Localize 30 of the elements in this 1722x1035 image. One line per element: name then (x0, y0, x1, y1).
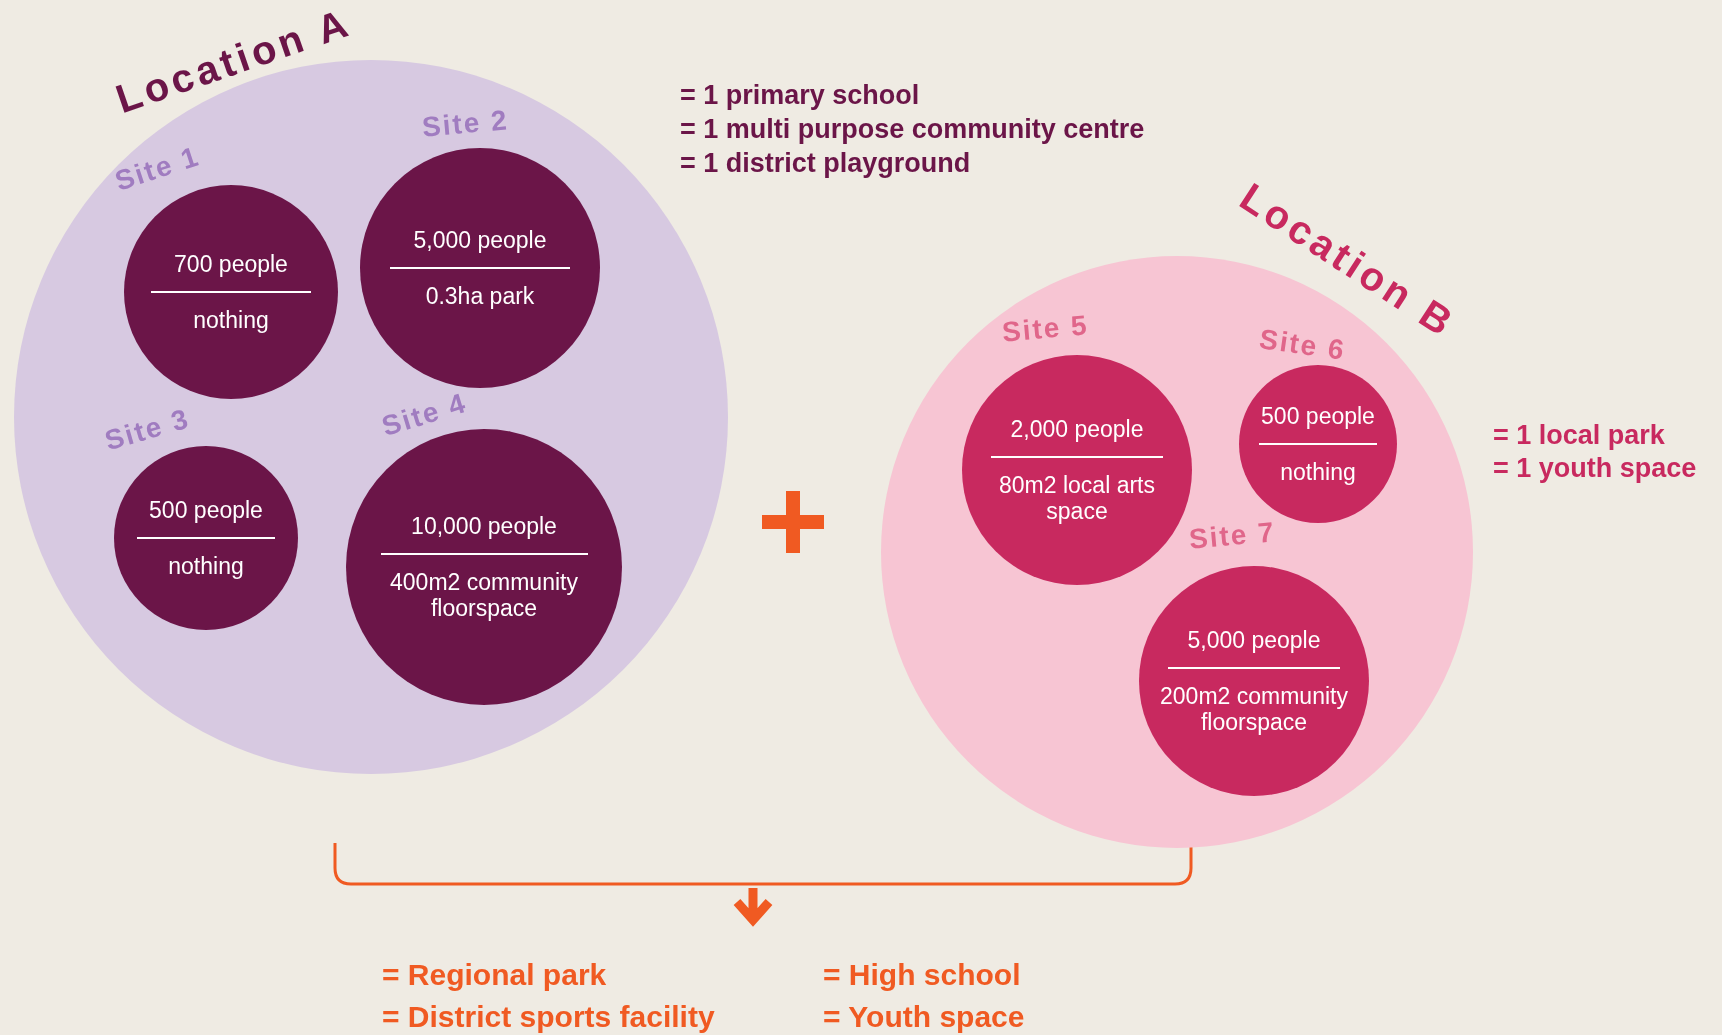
result-text: = 1 district playground (680, 148, 971, 179)
facility-text: 0.3ha park (424, 283, 536, 309)
population-text: 500 people (1260, 403, 1376, 429)
facility-text: nothing (1279, 459, 1357, 485)
population-text: 700 people (173, 251, 289, 277)
result-text: = Regional park (382, 958, 607, 992)
result-text: = 1 youth space (1493, 453, 1697, 484)
facility-text: nothing (192, 307, 270, 333)
population-text: 10,000 people (410, 513, 558, 539)
population-text: 5,000 people (1186, 627, 1322, 653)
site-label: Site 4 (378, 387, 471, 443)
site-label: Site 2 (420, 104, 510, 144)
site-label: Site 6 (1257, 323, 1348, 367)
facility-text: 200m2 community floorspace (1159, 683, 1349, 735)
result-text: = 1 primary school (680, 80, 920, 111)
population-text: 500 people (148, 497, 264, 523)
population-text: 5,000 people (412, 227, 548, 253)
result-text: = District sports facility (382, 1000, 715, 1034)
site-label: Site 7 (1187, 516, 1277, 556)
site-label: Site 5 (1000, 309, 1090, 349)
site-label: Site 3 (101, 402, 194, 458)
result-text: = High school (823, 958, 1021, 992)
result-text: = 1 multi purpose community centre (680, 114, 1145, 145)
facility-text: 80m2 local arts space (998, 472, 1156, 524)
population-text: 2,000 people (1009, 416, 1145, 442)
facility-text: nothing (167, 553, 245, 579)
facility-text: 400m2 community floorspace (389, 569, 579, 621)
site-label: Site 1 (111, 140, 204, 198)
result-text: = 1 local park (1493, 420, 1665, 451)
result-text: = Youth space (823, 1000, 1025, 1034)
